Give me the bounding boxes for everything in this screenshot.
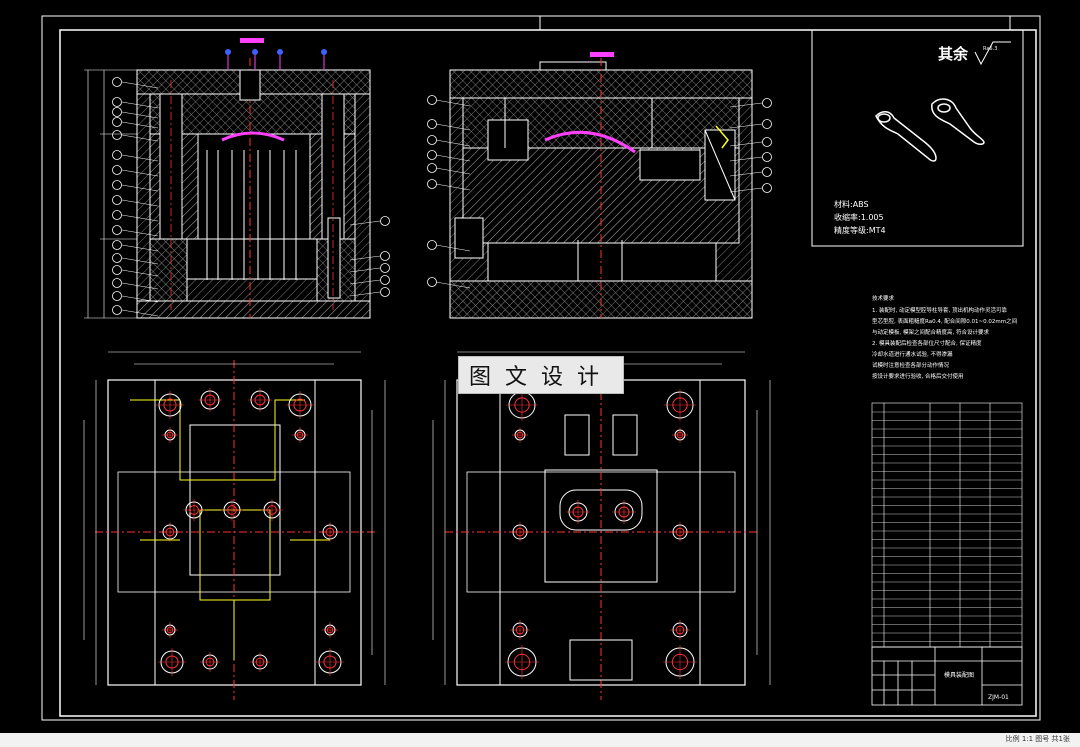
callout-balloon: [112, 291, 122, 301]
callout-balloon: [762, 167, 772, 177]
moving-half-holes: [156, 388, 344, 676]
fixed-half-plan-view: [432, 351, 771, 700]
callout-balloon: [112, 195, 122, 205]
callout-balloon: [427, 95, 437, 105]
callout-balloon: [112, 240, 122, 250]
callout-balloon: [112, 130, 122, 140]
roughness-value: Ra6.3: [983, 46, 997, 52]
material-line: 材料:ABS: [834, 199, 869, 209]
title-block: [871, 646, 1023, 706]
callout-balloon: [112, 165, 122, 175]
callout-balloon: [380, 275, 390, 285]
svg-text:1. 装配时, 动定模型腔导柱导套, 顶出机构动作灵活可靠: 1. 装配时, 动定模型腔导柱导套, 顶出机构动作灵活可靠: [872, 306, 1007, 314]
callout-balloon: [112, 305, 122, 315]
callout-balloon: [112, 97, 122, 107]
title-block-title: 模具装配图: [944, 671, 974, 679]
roughness-prefix: 其余: [938, 45, 969, 63]
svg-text:2. 模具装配后检查各部位尺寸配合, 保证精度: 2. 模具装配后检查各部位尺寸配合, 保证精度: [872, 339, 982, 347]
callout-balloon: [380, 263, 390, 273]
callout-balloon: [112, 278, 122, 288]
callout-balloon: [112, 180, 122, 190]
callout-balloon: [112, 107, 122, 117]
callout-balloon: [427, 163, 437, 173]
callout-balloon: [380, 287, 390, 297]
part-info-box: 其余 Ra6.3 材料:ABS 收缩率:1.005 精度等级:MT4: [811, 29, 1024, 247]
svg-text:冷却水道进行通水试验, 不得渗漏: 冷却水道进行通水试验, 不得渗漏: [872, 350, 953, 358]
main-section-view: [84, 38, 371, 319]
callout-balloon: [112, 210, 122, 220]
parts-list-table: [871, 402, 1023, 648]
callout-balloon: [427, 150, 437, 160]
product-sketch-2: [931, 98, 985, 145]
shrink-line: 收缩率:1.005: [834, 212, 884, 222]
sheet-outer-border: [41, 15, 1041, 721]
callout-balloon: [380, 251, 390, 261]
side-view-callouts: [427, 95, 772, 289]
callout-balloon: [762, 119, 772, 129]
callout-balloon: [112, 77, 122, 87]
watermark-label: 图文设计: [458, 356, 624, 394]
callout-balloon: [427, 135, 437, 145]
callout-balloon: [762, 98, 772, 108]
technical-notes: 技术要求 1. 装配时, 动定模型腔导柱导套, 顶出机构动作灵活可靠 型芯型腔,…: [872, 294, 1017, 380]
callout-balloon: [427, 240, 437, 250]
svg-text:试模时注意检查各部分动作情况: 试模时注意检查各部分动作情况: [872, 361, 950, 369]
callout-balloon: [762, 152, 772, 162]
callout-balloon: [112, 253, 122, 263]
callout-balloon: [112, 150, 122, 160]
moving-half-plan-view: [83, 351, 386, 700]
callout-balloon: [112, 117, 122, 127]
svg-text:与动定模板, 模架之间配合精度高, 符合设计要求: 与动定模板, 模架之间配合精度高, 符合设计要求: [872, 328, 989, 336]
side-section-view: [449, 52, 753, 319]
title-block-drawing-no: ZJM-01: [988, 694, 1009, 701]
main-view-callouts: [112, 77, 390, 317]
fixed-half-holes: [505, 389, 697, 679]
callout-balloon: [762, 183, 772, 193]
svg-text:技术要求: 技术要求: [872, 294, 895, 302]
callout-balloon: [380, 216, 390, 226]
status-bar: 比例 1:1 图号 共1张: [0, 733, 1080, 747]
sheet-inner-border: [59, 29, 1037, 717]
callout-balloon: [112, 265, 122, 275]
callout-balloon: [112, 225, 122, 235]
callout-balloon: [427, 179, 437, 189]
callout-balloon: [762, 137, 772, 147]
callout-balloon: [427, 277, 437, 287]
svg-text:按设计要求进行验收, 合格后交付使用: 按设计要求进行验收, 合格后交付使用: [872, 372, 964, 380]
callout-balloon: [427, 119, 437, 129]
status-bar-text: 比例 1:1 图号 共1张: [1005, 735, 1070, 743]
svg-text:型芯型腔, 表面粗糙度Ra0.4, 配合间隙0.01~0.0: 型芯型腔, 表面粗糙度Ra0.4, 配合间隙0.01~0.02mm之间: [872, 317, 1017, 325]
product-sketch-1: [875, 111, 937, 162]
tolerance-line: 精度等级:MT4: [834, 225, 886, 235]
